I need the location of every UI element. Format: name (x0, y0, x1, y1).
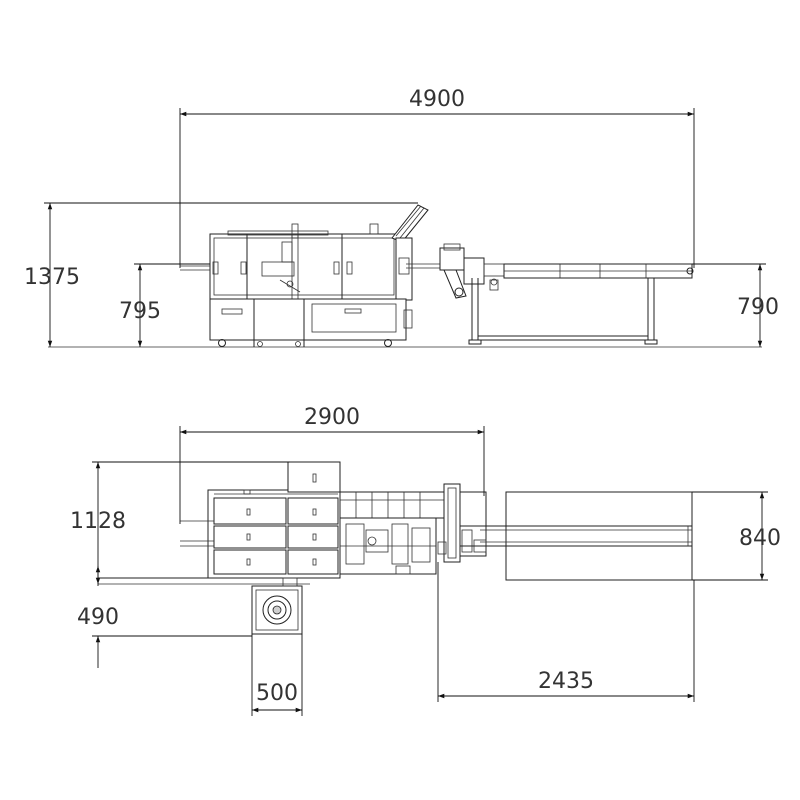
dim-discharge-height: 790 (692, 263, 779, 347)
dim-hopper-offset: 490 (77, 566, 252, 668)
conveyor-length-label: 2435 (538, 669, 594, 694)
dim-infeed-height: 795 (119, 263, 210, 347)
dim-overall-height: 1375 (24, 202, 418, 347)
conveyor-width-label: 840 (739, 526, 781, 551)
dim-main-body-length: 2900 (179, 405, 485, 524)
infeed-height-label: 795 (119, 299, 161, 324)
hopper-width-label: 500 (256, 681, 298, 706)
top-plan-view (98, 461, 693, 635)
main-body-width-label: 1128 (70, 509, 126, 534)
dim-hopper-width: 500 (251, 634, 303, 716)
overall-length-label: 4900 (409, 87, 465, 112)
dim-conveyor-width: 840 (692, 491, 781, 581)
main-body-length-label: 2900 (304, 405, 360, 430)
overall-height-label: 1375 (24, 265, 80, 290)
hopper-offset-label: 490 (77, 605, 119, 630)
dim-main-body-width: 1128 (70, 461, 290, 584)
discharge-height-label: 790 (737, 295, 779, 320)
side-elevation-view (48, 204, 762, 348)
dim-overall-length: 4900 (179, 87, 695, 268)
dim-conveyor-length: 2435 (437, 562, 695, 702)
